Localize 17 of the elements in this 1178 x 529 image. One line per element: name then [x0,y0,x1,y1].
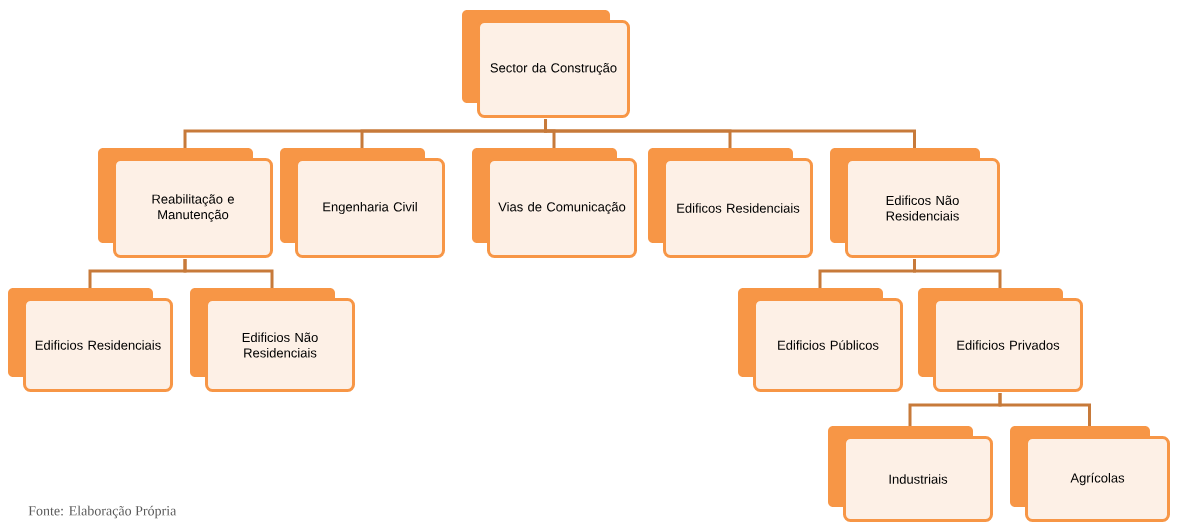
box: Edificos Não Residenciais [830,148,1000,258]
connector-line [913,259,1002,288]
caption: Fonte: Elaboração Própria [28,505,177,519]
box: Sector da Construção [462,10,630,118]
box: Vias de Comunicação [472,148,637,258]
connector-line [183,259,274,288]
connector-line [544,119,916,148]
box: Edificios Residenciais [8,288,173,392]
box: Edificios Privados [918,288,1083,392]
box: Reabilitação e Manutenção [98,148,273,258]
box: Edificios Não Residenciais [190,288,355,392]
box: Edificios Públicos [738,288,903,392]
box: Engenharia Civil [280,148,445,258]
box: Agrícolas [1010,426,1170,522]
box: Edificos Residenciais [648,148,813,258]
connector-line [998,393,1091,426]
box: Industriais [828,426,993,522]
